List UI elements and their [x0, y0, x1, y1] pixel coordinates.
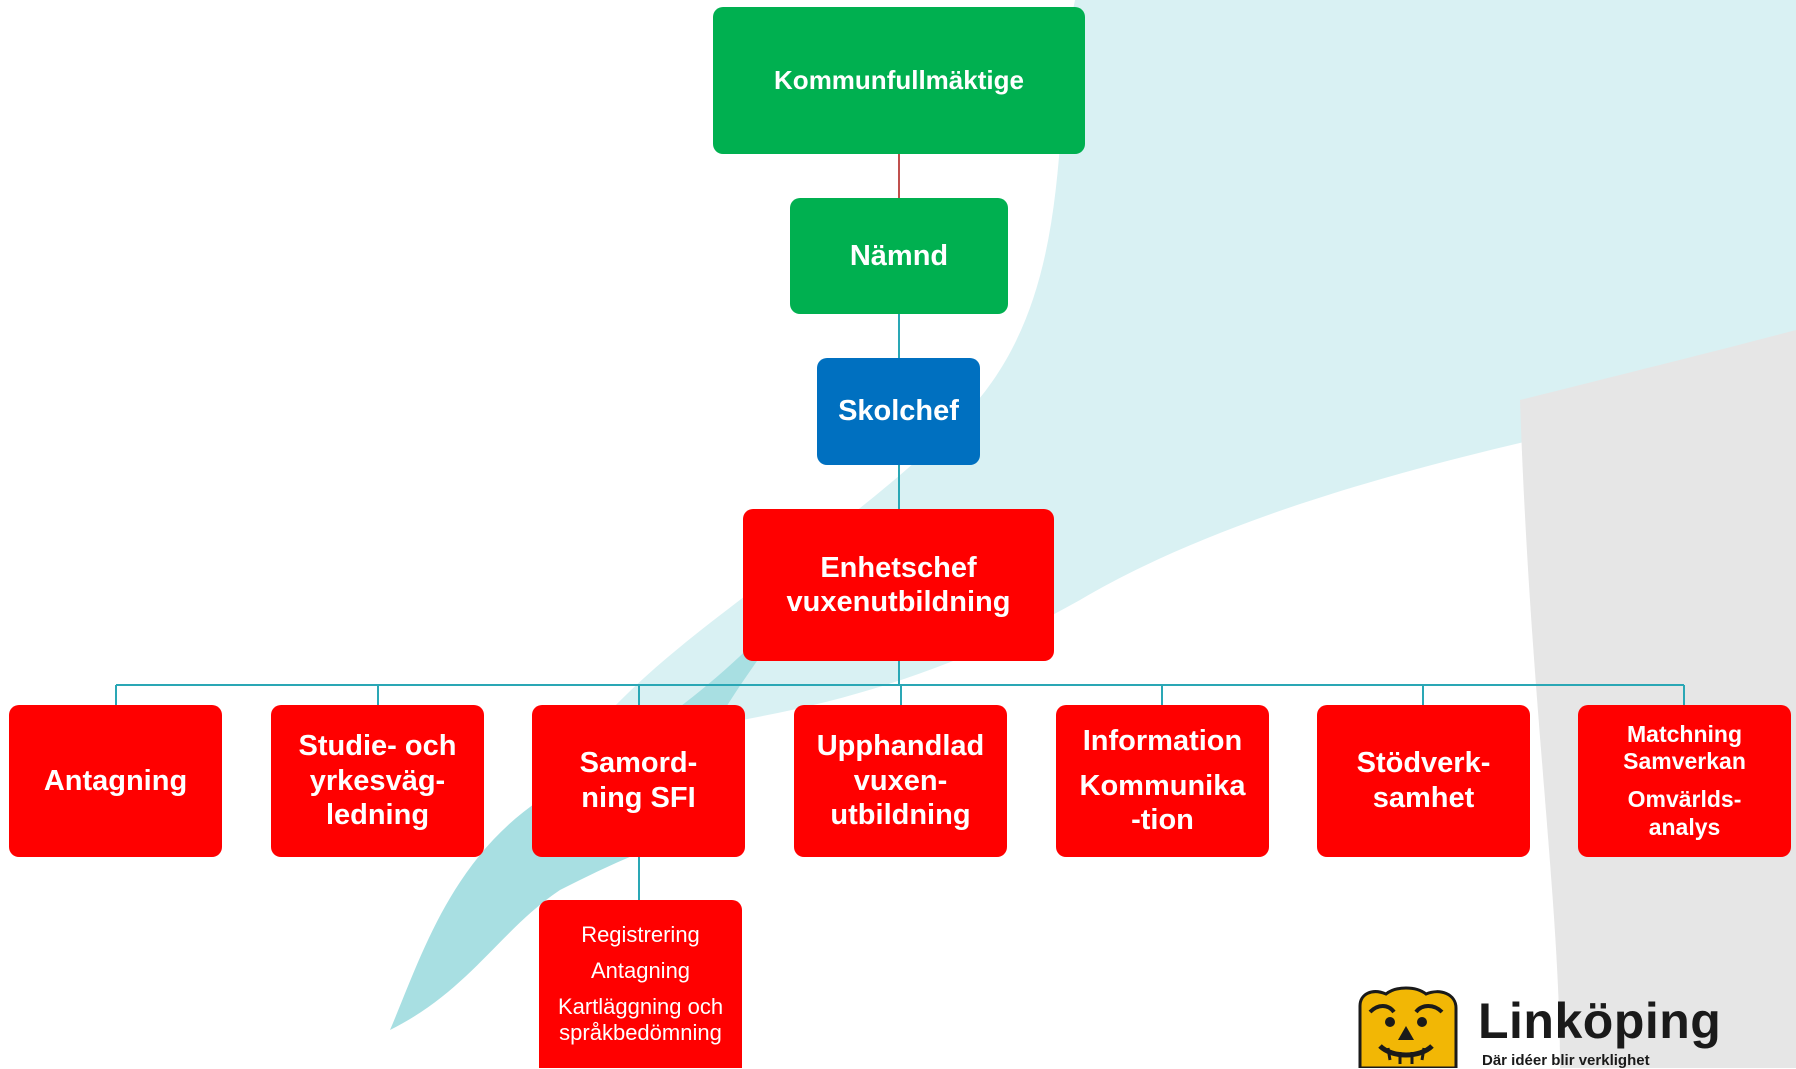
box-samordning-sfi: Samord- ning SFI — [532, 705, 745, 857]
background-wave-gray — [1520, 330, 1796, 1068]
box-namnd: Nämnd — [790, 198, 1008, 314]
box-matchning-label: Matchning Samverkan — [1623, 720, 1746, 775]
lion-crest-icon — [1358, 986, 1458, 1068]
box-upphandlad-vuxenutbildning-label: Upphandlad vuxen- utbildning — [816, 729, 985, 832]
box-information-label: Information — [1082, 724, 1243, 757]
box-skolchef-label: Skolchef — [838, 395, 959, 428]
box-matchning: Matchning Samverkan Omvärlds- analys — [1578, 705, 1791, 857]
box-omvarldsanalys-label: Omvärlds- analys — [1627, 786, 1742, 840]
box-kommunfullmaktige-label: Kommunfullmäktige — [774, 65, 1024, 95]
box-kommunikation-label: Kommunika -tion — [1079, 769, 1246, 837]
box-samordning-sfi-label: Samord- ning SFI — [579, 747, 698, 814]
box-upphandlad-vuxenutbildning: Upphandlad vuxen- utbildning — [794, 705, 1007, 857]
box-information: Information Kommunika -tion — [1056, 705, 1269, 857]
box-antagning: Antagning — [9, 705, 222, 857]
box-stodverksamhet-label: Stödverk- samhet — [1356, 747, 1491, 814]
box-kommunfullmaktige: Kommunfullmäktige — [713, 7, 1085, 154]
box-antagning-label: Antagning — [43, 764, 188, 797]
box-studie-yrkesvagledning-label: Studie- och yrkesväg- ledning — [298, 729, 457, 832]
box-stodverksamhet: Stödverk- samhet — [1317, 705, 1530, 857]
sfi-sub-antagning: Antagning — [590, 958, 691, 984]
box-studie-yrkesvagledning: Studie- och yrkesväg- ledning — [271, 705, 484, 857]
box-skolchef: Skolchef — [817, 358, 980, 465]
box-sfi-subtasks: Registrering Antagning Kartläggning och … — [539, 900, 742, 1068]
box-enhetschef-label: Enhetschef vuxenutbildning — [786, 551, 1011, 618]
box-namnd-label: Nämnd — [849, 239, 949, 272]
logo-name: Linköping — [1478, 993, 1722, 1049]
sfi-sub-kartlaggning: Kartläggning och språkbedömning — [557, 994, 724, 1045]
box-enhetschef: Enhetschef vuxenutbildning — [743, 509, 1054, 661]
sfi-sub-registrering: Registrering — [581, 922, 700, 948]
logo-tagline: Där idéer blir verklighet — [1482, 1052, 1650, 1069]
